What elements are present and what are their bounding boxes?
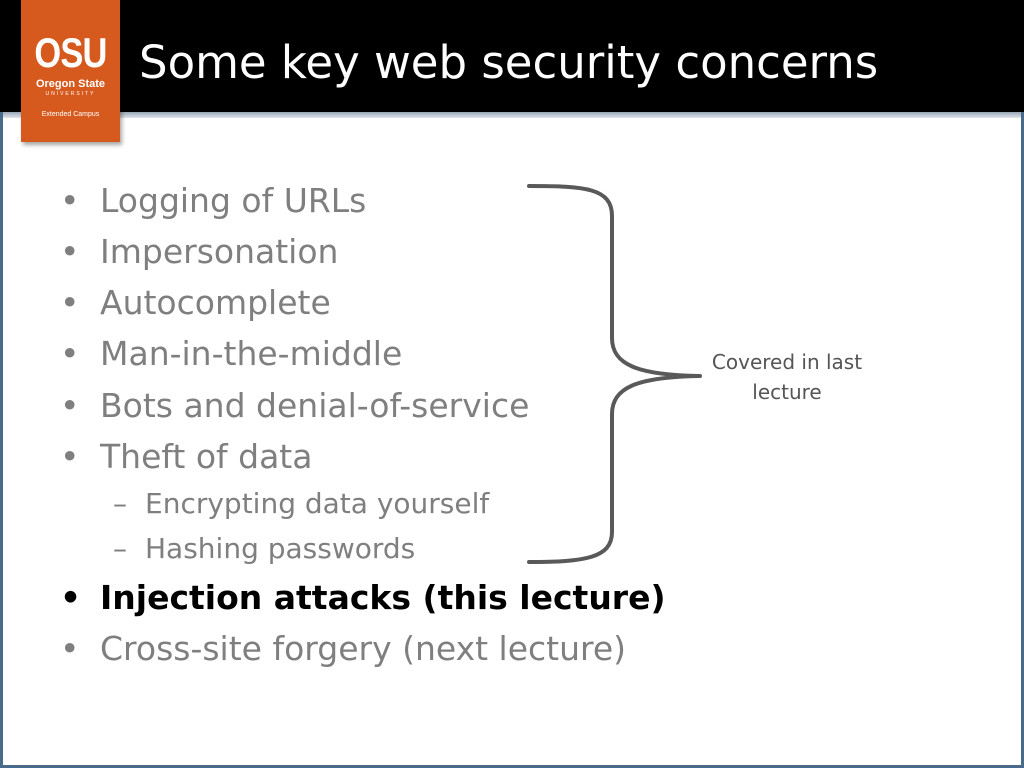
bullet-item: • Bots and denial-of-service (60, 386, 530, 426)
bullet-item: • Logging of URLs (60, 181, 367, 221)
bullet-text: Autocomplete (100, 283, 331, 322)
bullet-item: • Theft of data (60, 437, 313, 477)
bullet-text: Injection attacks (this lecture) (100, 578, 666, 617)
bullet-marker: • (60, 232, 80, 271)
brace-note: Covered in last lecture (711, 350, 863, 404)
bullet-text: Bots and denial-of-service (100, 386, 530, 425)
bullet-marker: • (60, 629, 80, 668)
bullet-text: Theft of data (100, 437, 313, 476)
dash-marker: – (113, 487, 127, 520)
bullet-text: Man-in-the-middle (100, 334, 403, 373)
bullet-text: Impersonation (100, 232, 339, 271)
logo-mark: OSU (34, 29, 107, 76)
bullet-marker: • (60, 181, 80, 220)
bullet-text: Cross-site forgery (next lecture) (100, 629, 627, 668)
sub-bullet-item: – Hashing passwords (113, 532, 416, 566)
bullet-item-current: • Injection attacks (this lecture) (60, 578, 666, 618)
bullet-item: • Cross-site forgery (next lecture) (60, 629, 627, 669)
bullet-marker: • (60, 437, 80, 476)
bullet-item: • Man-in-the-middle (60, 334, 403, 374)
bullet-item: • Autocomplete (60, 283, 331, 323)
bullet-text: Encrypting data yourself (145, 487, 490, 520)
bullet-marker: • (60, 334, 80, 373)
bullet-text: Hashing passwords (145, 532, 416, 565)
bullet-item: • Impersonation (60, 232, 339, 272)
bullet-marker: • (60, 386, 80, 425)
slide-frame (0, 112, 1024, 768)
dash-marker: – (113, 532, 127, 565)
logo-university: UNIVERSITY (45, 91, 96, 97)
logo-name: Oregon State (35, 78, 106, 90)
bullet-text: Logging of URLs (100, 181, 367, 220)
osu-logo: OSU Oregon State UNIVERSITY Extended Cam… (21, 0, 120, 142)
logo-campus: Extended Campus (41, 111, 100, 118)
bullet-marker: • (60, 578, 82, 617)
title-divider (0, 112, 1024, 118)
slide-title: Some key web security concerns (139, 36, 879, 89)
title-bar: Some key web security concerns (0, 0, 1024, 112)
sub-bullet-item: – Encrypting data yourself (113, 487, 490, 521)
bullet-marker: • (60, 283, 80, 322)
